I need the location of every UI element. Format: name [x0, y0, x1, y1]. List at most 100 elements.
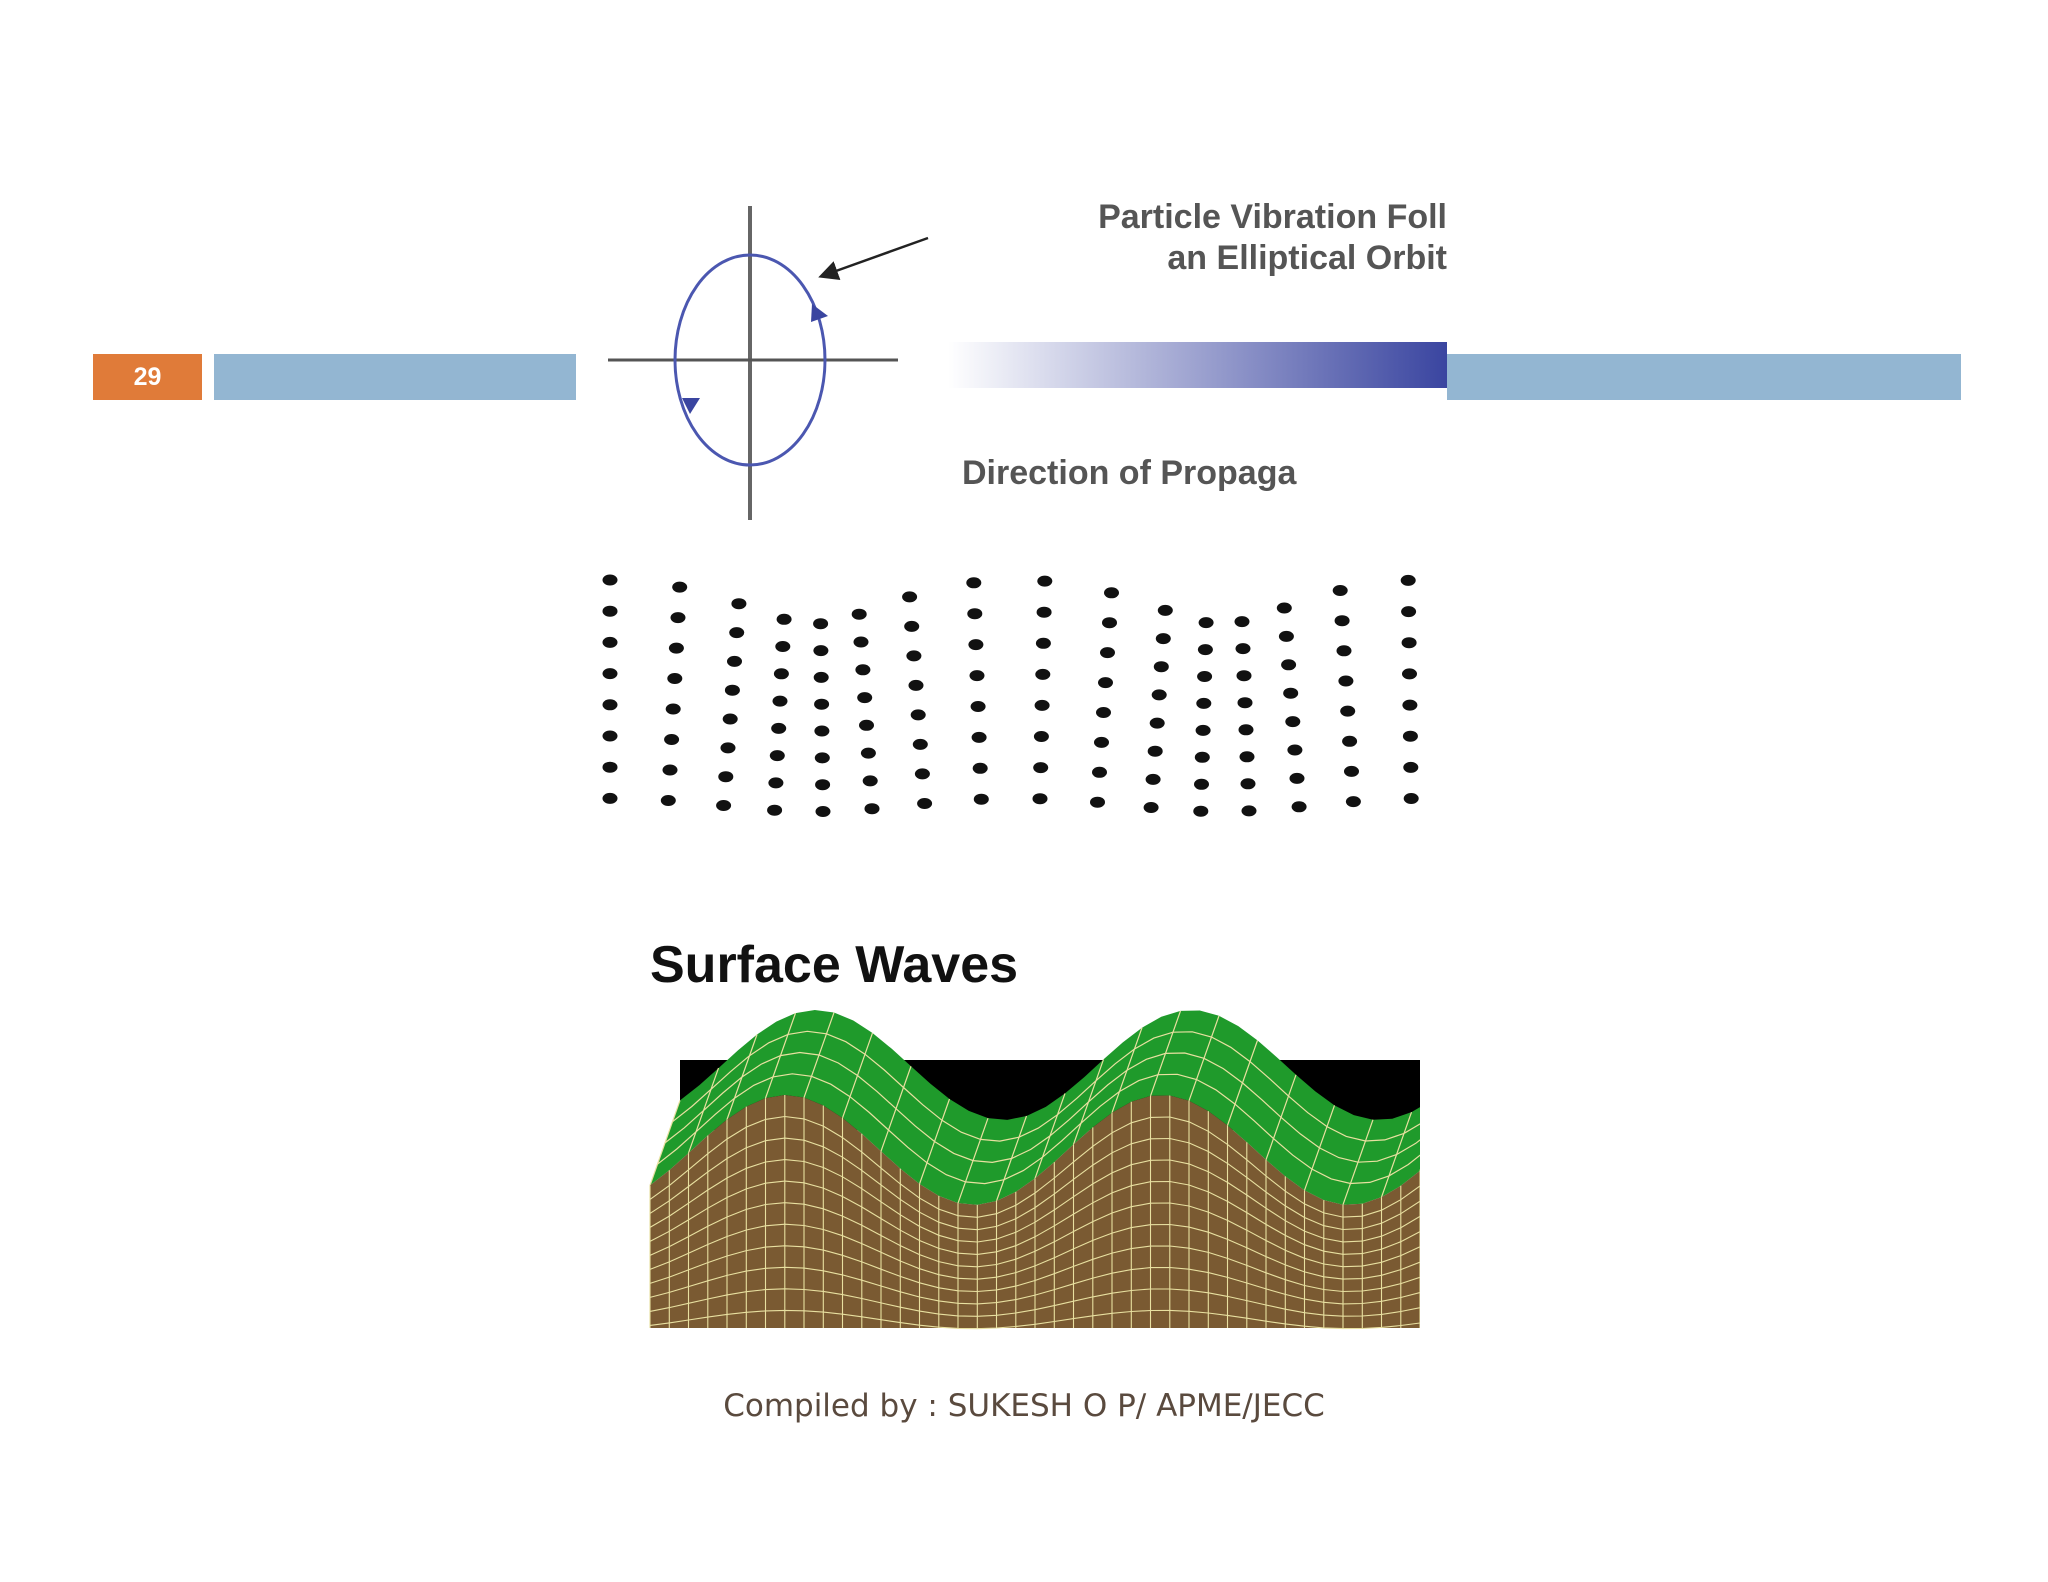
particle-dot	[1096, 707, 1111, 718]
footer-credit: Compiled by : SUKESH O P/ APME/JECC	[723, 1388, 1325, 1424]
slide-number: 29	[133, 362, 162, 391]
propagation-label: Direction of Propaga	[962, 454, 1297, 492]
particle-dot	[815, 806, 831, 817]
particle-dot	[727, 655, 742, 667]
surface-grid-line	[726, 1034, 758, 1120]
particle-dot	[775, 641, 791, 652]
slide-number-badge: 29	[93, 354, 202, 400]
particle-dot	[672, 581, 688, 593]
particle-dot	[1153, 661, 1169, 673]
label-pointer-arrow	[818, 236, 929, 281]
particle-dot	[670, 612, 686, 624]
surface-grid-line	[1034, 1093, 1066, 1179]
particle-dot	[1338, 675, 1354, 687]
surface-grid-line	[1303, 1105, 1336, 1191]
particle-dot	[1402, 668, 1417, 680]
particle-dot	[813, 671, 829, 683]
particle-dot	[1236, 670, 1252, 682]
orbit-direction-arrow-icon	[811, 304, 828, 322]
particle-dot	[718, 771, 734, 783]
particle-dot	[1033, 731, 1049, 742]
propagation-direction-bar	[948, 342, 1447, 388]
particle-dot	[729, 627, 745, 639]
particle-dot	[602, 761, 618, 773]
particle-dot	[1342, 735, 1358, 747]
particle-dot	[1345, 796, 1361, 808]
particle-dot	[1340, 705, 1356, 717]
surface-grid-line	[1072, 1059, 1105, 1145]
surface-waves-title: Surface Waves	[650, 940, 1018, 994]
particle-dot	[859, 719, 874, 731]
particle-dot	[668, 642, 684, 654]
particle-dot	[1278, 630, 1294, 642]
vibration-label-line-2: an Elliptical Orbit	[1167, 239, 1447, 277]
particle-motion-figure	[602, 574, 1419, 817]
particle-dot	[660, 795, 676, 806]
surface-grid-line	[1265, 1074, 1297, 1161]
particle-dot	[1035, 668, 1051, 680]
particle-dot	[912, 738, 928, 750]
particle-dot	[1149, 717, 1165, 729]
particle-dot	[771, 722, 787, 734]
particle-dot	[1336, 645, 1352, 657]
particle-dot	[862, 775, 878, 787]
particle-dot	[970, 701, 986, 712]
particle-dot	[769, 750, 785, 762]
particle-dot	[968, 639, 984, 651]
particle-dot	[973, 793, 989, 805]
particle-dot	[860, 747, 876, 759]
particle-dot	[1102, 617, 1117, 629]
particle-dot	[1237, 697, 1253, 709]
orbit-ellipse	[673, 253, 827, 467]
surface-grid-line	[1111, 1027, 1143, 1113]
vibration-label-line-1: Particle Vibration Foll	[1098, 198, 1447, 236]
surface-waves-figure: Surface Waves	[649, 940, 1420, 1330]
particle-dot	[1036, 606, 1052, 618]
particle-dot	[966, 577, 982, 589]
particle-dot	[1094, 736, 1109, 748]
particle-dot	[602, 636, 618, 648]
particle-dot	[1239, 751, 1255, 763]
particle-dot	[1332, 585, 1348, 596]
particle-dot	[971, 731, 987, 743]
particle-dot	[908, 679, 924, 691]
particle-dot	[1334, 615, 1350, 627]
particle-dot	[1098, 677, 1113, 689]
particle-dot	[776, 613, 792, 625]
surface-wave-block	[649, 1010, 1420, 1330]
particle-dot	[1157, 604, 1173, 616]
particle-dot	[724, 684, 740, 696]
particle-dot	[1034, 699, 1050, 711]
particle-dot	[722, 713, 738, 725]
particle-dot	[602, 605, 618, 617]
particle-dot	[1194, 778, 1209, 790]
particle-dot	[1291, 801, 1307, 813]
particle-dot	[1151, 689, 1167, 701]
particle-dot	[910, 709, 926, 721]
particle-dot	[1403, 793, 1419, 804]
particle-dot	[602, 792, 618, 804]
particle-dot	[1241, 805, 1257, 817]
particle-dot	[1240, 778, 1256, 790]
particle-dot	[917, 798, 933, 809]
surface-grid-line	[995, 1115, 1028, 1202]
particle-dot	[1197, 671, 1213, 682]
particle-dot	[906, 650, 922, 662]
surface-grid-line	[880, 1066, 912, 1152]
particle-dot	[602, 730, 618, 742]
particle-dot	[855, 664, 871, 676]
particle-dot	[1145, 773, 1161, 785]
particle-dot	[814, 752, 830, 764]
surface-grid-line	[803, 1012, 835, 1098]
particle-dot	[813, 645, 829, 657]
surface-grid-line	[649, 1100, 681, 1186]
particle-dot	[813, 618, 829, 630]
particle-dot	[720, 742, 736, 754]
particle-dot	[716, 800, 732, 811]
particle-dot	[969, 670, 985, 682]
particle-dot	[1234, 616, 1250, 628]
particle-dot	[602, 699, 618, 711]
particle-dot	[773, 668, 789, 680]
particle-dot	[1104, 587, 1119, 599]
particle-dot	[1037, 575, 1053, 587]
